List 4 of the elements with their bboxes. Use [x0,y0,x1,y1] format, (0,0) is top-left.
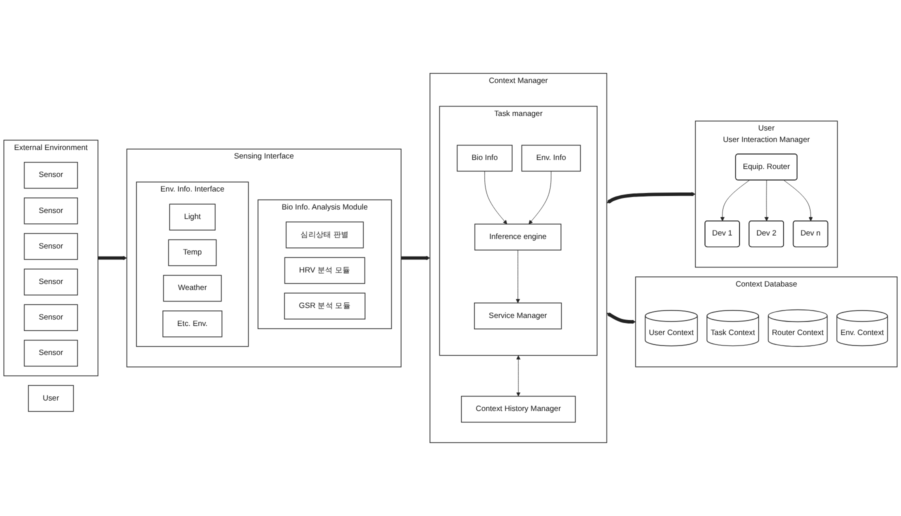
arrow [606,192,696,204]
arrow [98,256,127,260]
arrow [401,256,430,260]
arrow [606,312,636,324]
